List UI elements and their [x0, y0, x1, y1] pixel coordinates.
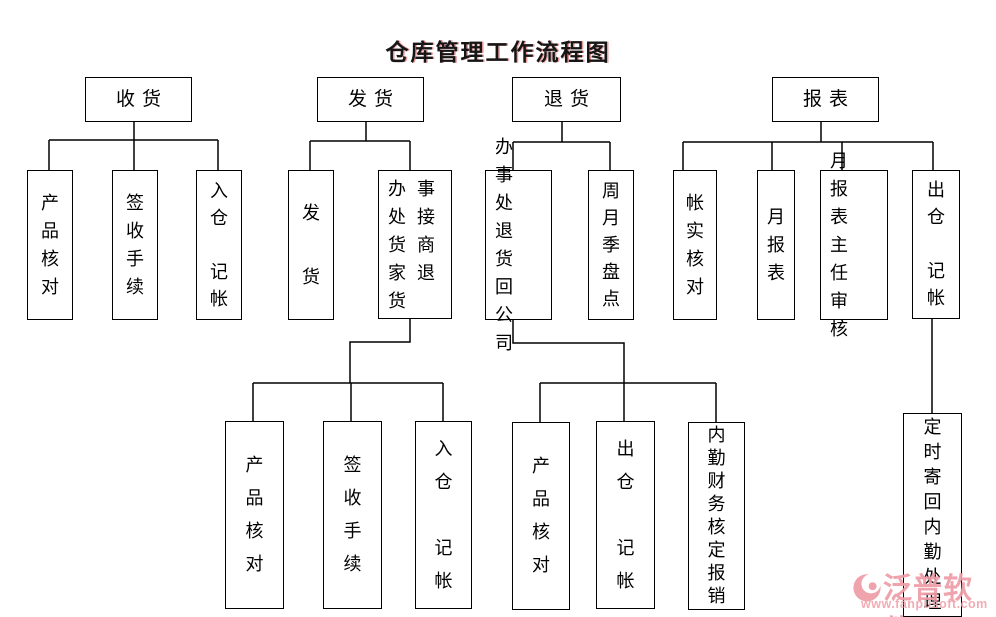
node-warehouse-out-bookkeeping-1: 出 仓 记 帐 — [912, 170, 960, 319]
node-signoff-procedure-1: 签 收 手 续 — [112, 170, 158, 320]
fanpu-logo-icon — [853, 574, 881, 602]
node-send-back-backoffice-processing: 定 时 寄 回 内 勤 处 理 — [903, 413, 962, 617]
node-receiving: 收货 — [85, 77, 192, 122]
node-monthly-report-director-review: 月报 表主 任审 核 — [820, 151, 888, 339]
page-title: 仓库管理工作流程图 — [385, 39, 611, 65]
node-warehouse-in-bookkeeping-1: 入 仓 记 帐 — [196, 170, 242, 320]
node-account-reality-check: 帐 实 核 对 — [673, 170, 717, 320]
node-ship-goods: 发 货 — [288, 170, 334, 320]
node-warehouse-in-bookkeeping-2: 入 仓 记 帐 — [415, 421, 472, 609]
node-reports: 报表 — [772, 77, 879, 122]
node-product-check-2: 产 品 核 对 — [225, 421, 284, 609]
node-shipping: 发货 — [317, 77, 424, 122]
node-warehouse-out-bookkeeping-2: 出 仓 记 帐 — [596, 421, 655, 609]
node-product-check-1: 产 品 核 对 — [27, 170, 73, 320]
watermark-url: www.fanpusoft.com — [861, 597, 988, 611]
node-office-receive-merchant-returns: 办事 处接 货商 家退 货 — [378, 170, 452, 319]
node-office-return-to-company: 办事 处退 货回 公司 — [485, 137, 552, 353]
node-returns: 退货 — [512, 77, 621, 122]
node-monthly-report: 月 报 表 — [757, 170, 795, 320]
node-backoffice-finance-reimbursement: 内 勤 财 务 核 定 报 销 — [688, 422, 745, 610]
watermark-brand: 泛普软件 — [883, 573, 974, 617]
node-periodic-stocktake: 周 月 季 盘 点 — [588, 170, 634, 320]
node-signoff-procedure-2: 签 收 手 续 — [323, 421, 382, 609]
node-product-check-3: 产 品 核 对 — [512, 422, 570, 610]
watermark: 泛普软件 www.fanpusoft.com — [845, 563, 996, 617]
